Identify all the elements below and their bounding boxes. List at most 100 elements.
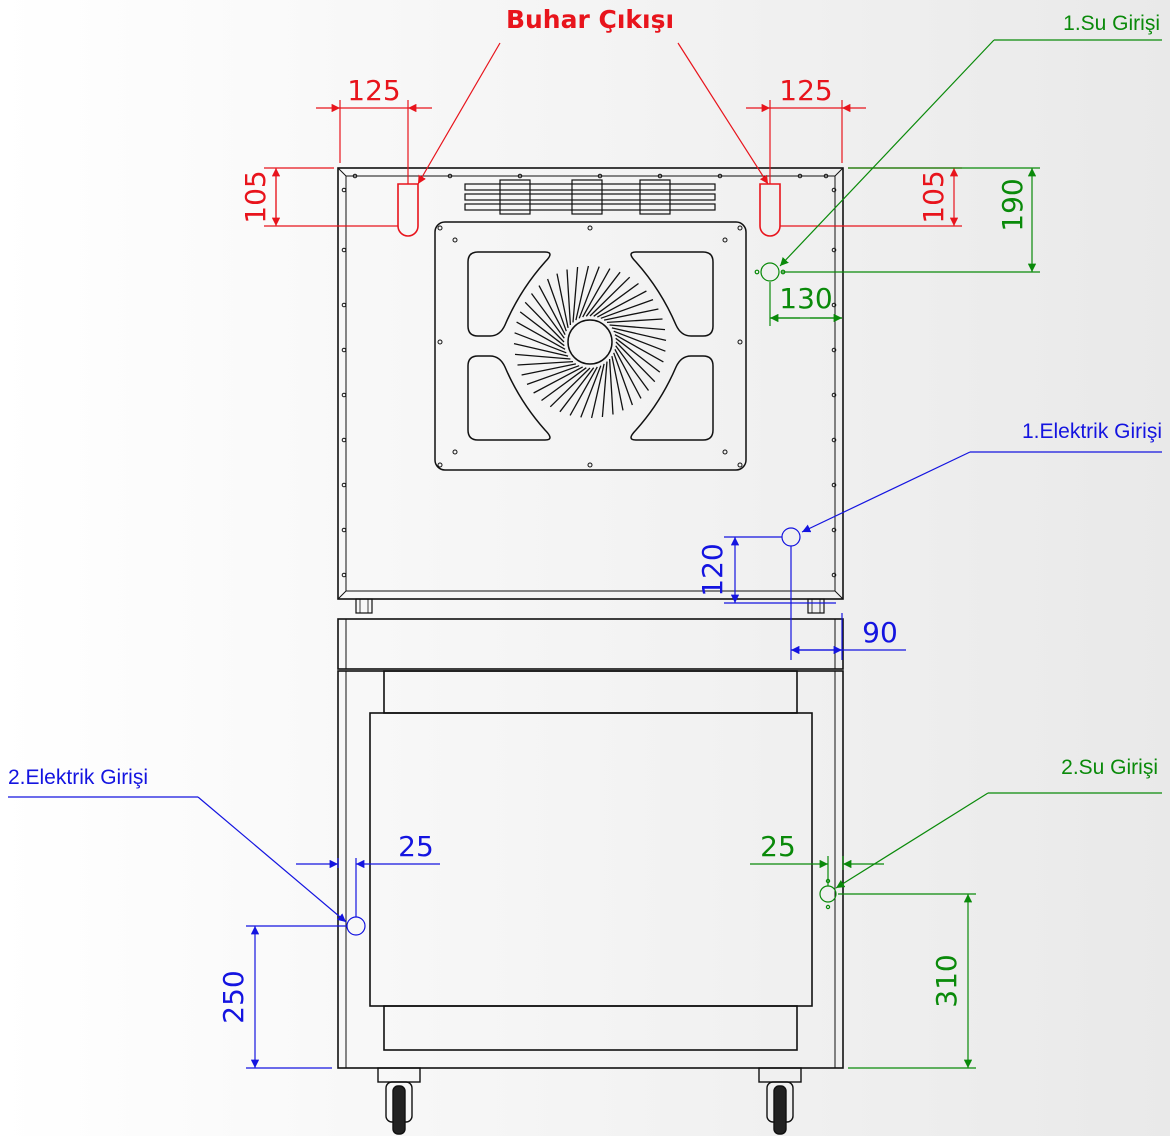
fan-blade	[609, 324, 666, 331]
screw	[341, 527, 347, 533]
fan-blade	[614, 334, 664, 363]
water-inlet-2-label: 2.Su Girişi	[1061, 756, 1158, 779]
fan-blade	[590, 363, 605, 419]
screw	[341, 437, 347, 443]
steam-outlet-label: Buhar Çıkışı	[506, 5, 674, 34]
screw	[657, 173, 663, 179]
screw	[452, 237, 458, 243]
fan-blade	[572, 266, 579, 323]
frame-screws	[341, 173, 837, 578]
screw	[722, 237, 728, 243]
water-inlet-1-port	[760, 262, 780, 282]
screw	[737, 462, 743, 468]
fan-blade	[596, 290, 647, 318]
fan-blade	[593, 282, 639, 317]
fan-blades	[513, 265, 667, 419]
screw	[341, 302, 347, 308]
caster-right	[758, 1067, 802, 1135]
screw	[447, 173, 453, 179]
fan-blade	[585, 271, 621, 317]
fan-blade	[556, 273, 569, 329]
fan-blade	[538, 285, 566, 336]
dim-steam-left-offset: 125	[347, 74, 400, 107]
dim-water2-height: 310	[930, 954, 963, 1007]
screw	[437, 339, 443, 345]
fan-blade	[559, 367, 595, 413]
screw	[341, 187, 347, 193]
steam-slot-right	[759, 183, 781, 237]
steam-slot-left	[397, 183, 419, 237]
fan-blade	[549, 367, 591, 408]
electric-inlet-2-annotations	[8, 796, 440, 1069]
screw	[437, 462, 443, 468]
dim-steam-left-height: 105	[239, 170, 272, 223]
fan-blade	[521, 363, 577, 376]
screw	[831, 247, 837, 253]
fan-blade	[578, 266, 600, 319]
electric-inlet-1-annotations	[724, 451, 1162, 660]
screw	[831, 302, 837, 308]
fan-blade	[514, 332, 567, 354]
dim-electric2-offset: 25	[398, 830, 434, 863]
fan-blade	[516, 321, 566, 350]
fan-blade	[546, 278, 567, 332]
screw	[831, 187, 837, 193]
fan-blade	[606, 318, 663, 324]
fan-blade	[582, 268, 611, 318]
dim-water2-offset: 25	[760, 830, 796, 863]
fan-blade	[533, 366, 584, 394]
top-vents	[464, 179, 716, 215]
fan-blade	[615, 341, 656, 383]
fan-blade	[541, 367, 587, 402]
caster-left	[377, 1067, 421, 1135]
motor-plate	[434, 221, 747, 471]
screw	[517, 173, 523, 179]
screw	[341, 392, 347, 398]
screw	[341, 247, 347, 253]
fan-blade	[615, 345, 650, 391]
screw	[831, 527, 837, 533]
back-panel	[434, 221, 747, 471]
steam-annotations	[264, 42, 962, 227]
screw	[587, 462, 593, 468]
screw	[831, 572, 837, 578]
screw	[737, 339, 743, 345]
screw	[452, 449, 458, 455]
water-inlet-1-annotations	[754, 39, 1162, 326]
screw	[831, 437, 837, 443]
fan-blade	[613, 352, 634, 406]
fan-blade	[580, 365, 602, 418]
fan-blade	[530, 293, 565, 339]
water-inlet-1-label: 1.Su Girişi	[1063, 12, 1160, 35]
fan-blade	[569, 366, 598, 416]
fan-blade	[566, 269, 572, 326]
fan-blade	[600, 298, 654, 319]
water-inlet-2-annotations	[750, 792, 1162, 1069]
electric-inlet-1-port	[781, 527, 801, 547]
dim-electric1-height: 120	[696, 543, 729, 596]
stand-shelf-panel	[369, 712, 813, 1007]
dim-water1-height: 190	[996, 178, 1029, 231]
fan-blade	[526, 365, 580, 386]
screw	[437, 225, 443, 231]
stand-frame	[337, 670, 844, 1069]
panel-screws	[437, 225, 743, 468]
steam-outlet-slots	[397, 183, 781, 237]
electric-inlet-2-label: 2.Elektrik Girişi	[8, 766, 148, 789]
screw	[797, 173, 803, 179]
fan-blade	[601, 361, 608, 418]
fan-blade	[589, 276, 631, 317]
screw	[341, 347, 347, 353]
screw	[722, 449, 728, 455]
dim-electric2-height: 250	[217, 970, 250, 1023]
screw	[717, 173, 723, 179]
dim-steam-right-height: 105	[917, 170, 950, 223]
fan-blade	[614, 348, 642, 399]
screw	[587, 225, 593, 231]
oven-outer-frame	[337, 167, 844, 600]
fan-blade	[608, 358, 614, 415]
fan-blade	[611, 327, 667, 342]
screw	[831, 347, 837, 353]
fan-hub	[567, 319, 613, 365]
